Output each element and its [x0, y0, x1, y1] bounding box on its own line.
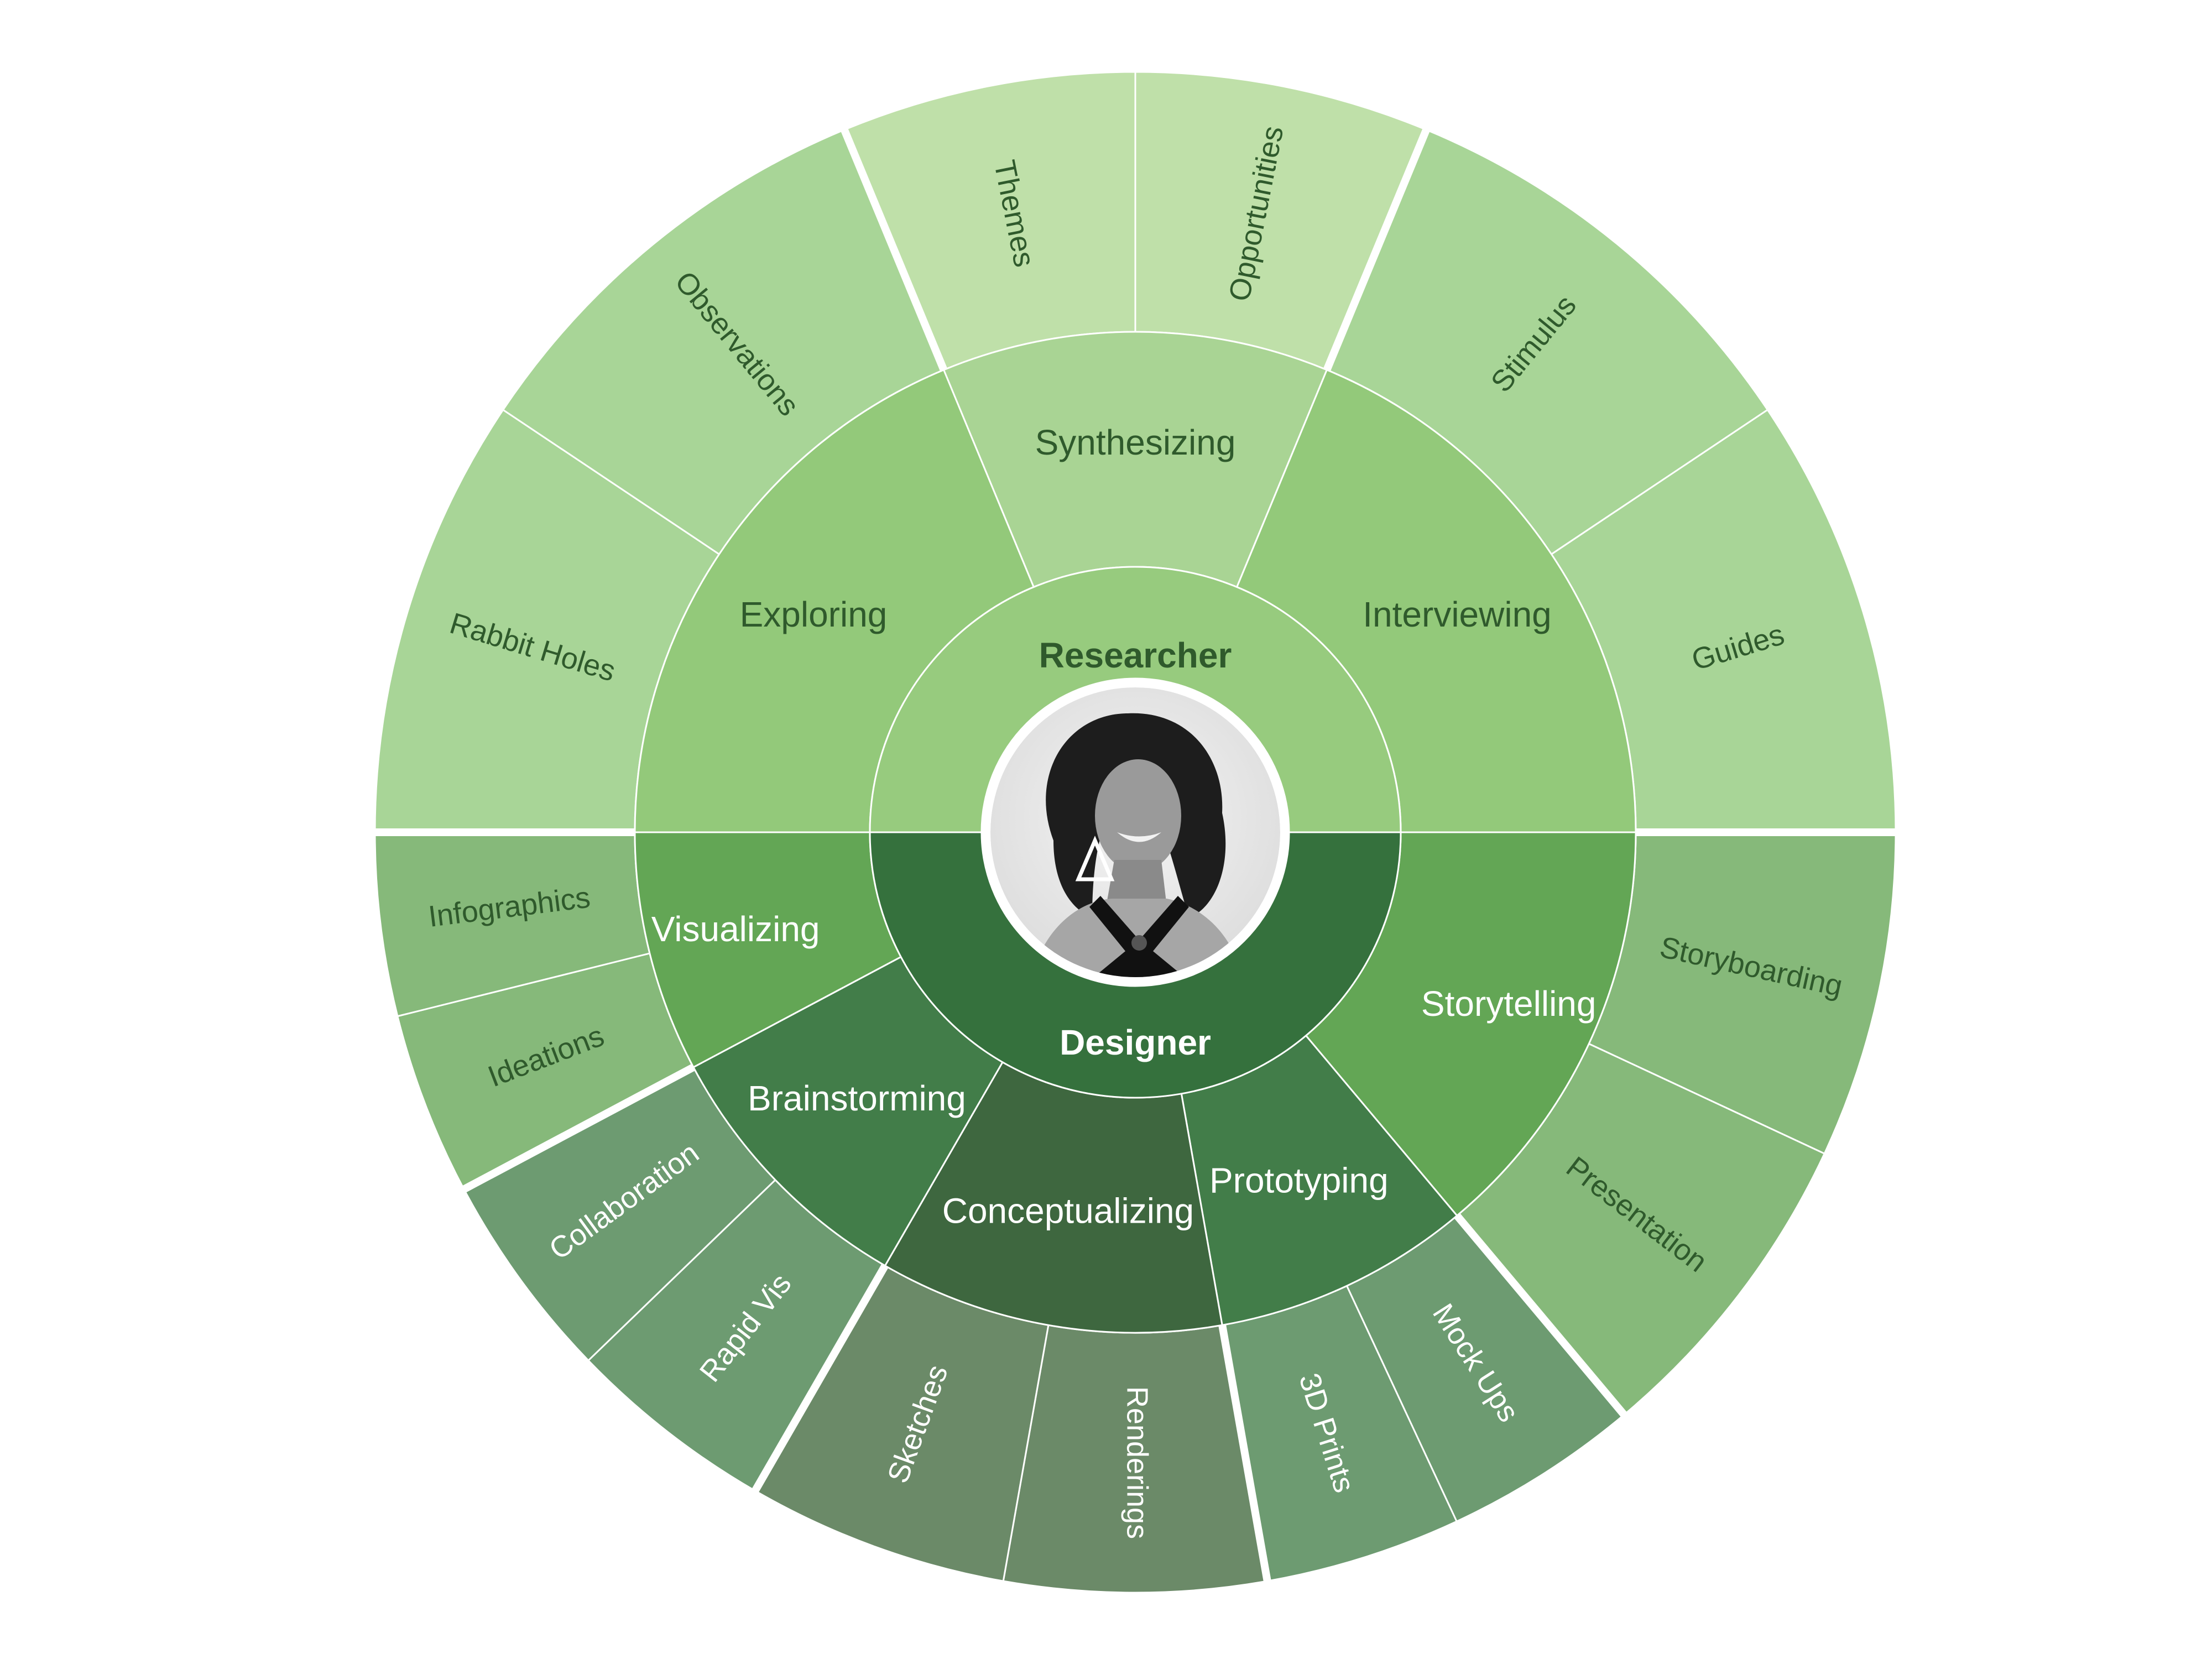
leaf-label-renderings: Renderings	[1121, 1386, 1154, 1539]
skill-label-synthesizing: Synthesizing	[1035, 422, 1236, 462]
group-separator	[460, 1063, 696, 1194]
skill-label-exploring: Exploring	[740, 594, 888, 634]
group-separator	[839, 126, 948, 372]
group-separator	[750, 1264, 889, 1495]
group-separator	[1454, 1213, 1629, 1419]
skill-label-interviewing: Interviewing	[1363, 594, 1552, 634]
group-separator	[1218, 1324, 1272, 1584]
skill-label-conceptualizing: Conceptualizing	[942, 1191, 1194, 1230]
skill-label-visualizing: Visualizing	[651, 909, 820, 949]
skill-label-brainstorming: Brainstorming	[748, 1078, 966, 1118]
root-label-researcher: Researcher	[1039, 635, 1232, 675]
root-label-designer: Designer	[1060, 1022, 1211, 1062]
skill-label-storytelling: Storytelling	[1421, 984, 1597, 1024]
center-portrait	[982, 679, 1289, 986]
skill-label-prototyping: Prototyping	[1209, 1160, 1389, 1200]
group-separator	[1323, 126, 1431, 372]
